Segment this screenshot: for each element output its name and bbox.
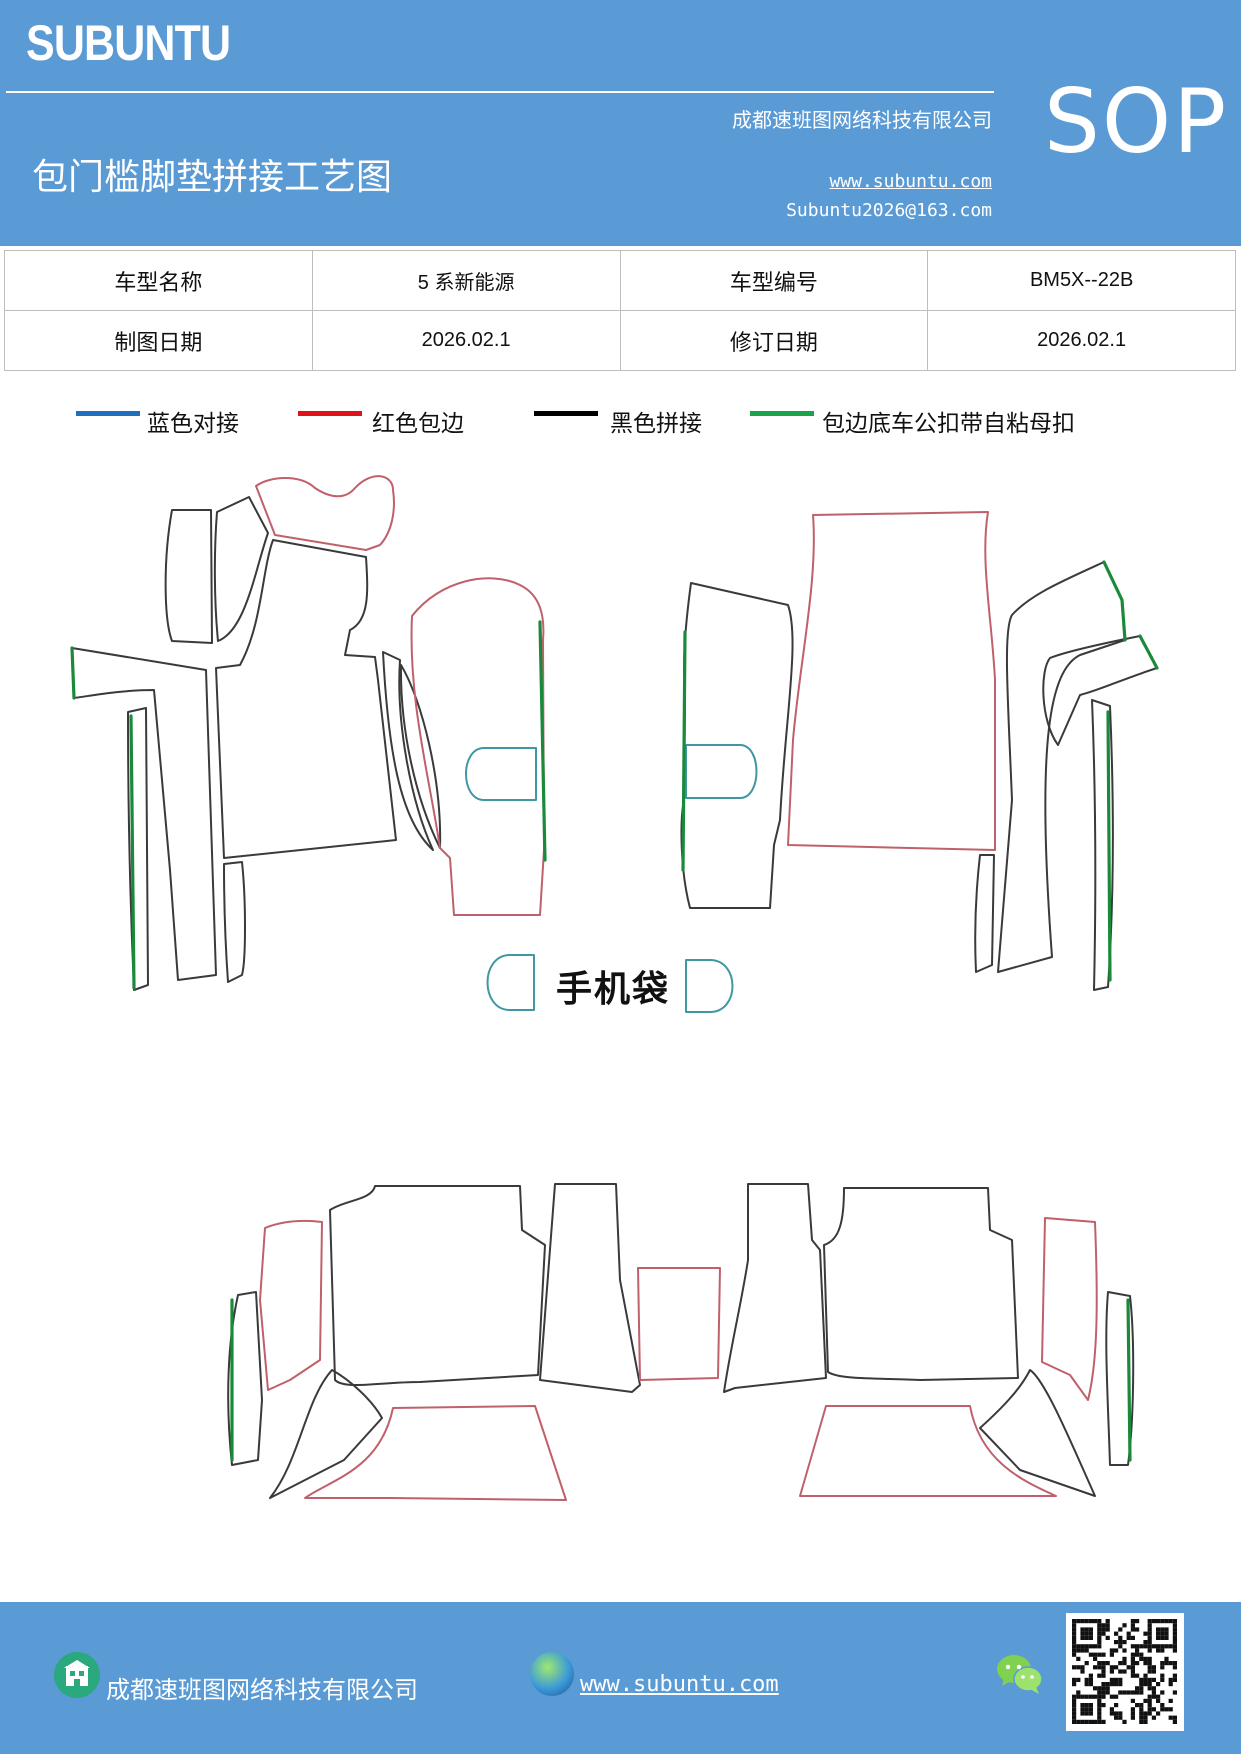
label-vehicle-code: 车型编号 bbox=[619, 250, 929, 311]
phone-pocket bbox=[486, 954, 734, 1013]
legend-swatch-green bbox=[750, 411, 814, 416]
footer-company: 成都速班图网络科技有限公司 bbox=[106, 1676, 418, 1704]
color-legend: 蓝色对接 红色包边 黑色拼接 包边底车公扣带自粘母扣 bbox=[0, 400, 1241, 440]
building-icon bbox=[54, 1652, 100, 1698]
header-url-link[interactable]: www.subuntu.com bbox=[829, 171, 992, 192]
legend-label-black: 黑色拼接 bbox=[610, 411, 702, 437]
footer-url-link[interactable]: www.subuntu.com bbox=[580, 1672, 779, 1697]
legend-swatch-red bbox=[298, 411, 362, 416]
legend-label-blue: 蓝色对接 bbox=[147, 411, 239, 437]
value-draw-date: 2026.02.1 bbox=[311, 310, 621, 371]
upper-left-pieces bbox=[71, 475, 545, 991]
label-vehicle-name: 车型名称 bbox=[4, 250, 313, 311]
wechat-icon[interactable] bbox=[996, 1652, 1044, 1696]
header-company: 成都速班图网络科技有限公司 bbox=[732, 108, 992, 132]
legend-swatch-blue bbox=[76, 411, 140, 416]
header-email: Subuntu2026@163.com bbox=[786, 200, 992, 221]
header-divider bbox=[6, 91, 994, 93]
header-banner: SUBUNTU 成都速班图网络科技有限公司 包门槛脚垫拼接工艺图 www.sub… bbox=[0, 0, 1241, 246]
value-revision-date: 2026.02.1 bbox=[927, 310, 1236, 371]
green-edge-marks bbox=[70, 560, 1159, 1462]
table-row: 制图日期 2026.02.1 修订日期 2026.02.1 bbox=[4, 310, 1236, 371]
globe-icon bbox=[530, 1652, 574, 1696]
legend-label-red: 红色包边 bbox=[372, 411, 464, 437]
doc-type-label: SOP bbox=[1044, 70, 1229, 173]
footer-banner: 成都速班图网络科技有限公司 www.subuntu.com bbox=[0, 1602, 1241, 1754]
brand-logo: SUBUNTU bbox=[26, 15, 231, 71]
phone-pocket-label: 手机袋 bbox=[556, 969, 671, 1010]
value-vehicle-code: BM5X--22B bbox=[927, 250, 1236, 311]
table-row: 车型名称 5 系新能源 车型编号 BM5X--22B bbox=[4, 250, 1236, 311]
vehicle-info-table: 车型名称 5 系新能源 车型编号 BM5X--22B 制图日期 2026.02.… bbox=[4, 250, 1236, 371]
qr-code bbox=[1066, 1613, 1184, 1731]
floor-mat-diagram bbox=[70, 475, 1159, 1501]
label-draw-date: 制图日期 bbox=[4, 310, 313, 371]
legend-swatch-black bbox=[534, 411, 598, 416]
label-revision-date: 修订日期 bbox=[619, 310, 929, 371]
lower-pieces bbox=[227, 1183, 1135, 1501]
upper-right-pieces bbox=[680, 511, 1158, 991]
page-title: 包门槛脚垫拼接工艺图 bbox=[32, 157, 393, 198]
value-vehicle-name: 5 系新能源 bbox=[311, 250, 621, 311]
legend-label-green: 包边底车公扣带自粘母扣 bbox=[822, 411, 1075, 437]
